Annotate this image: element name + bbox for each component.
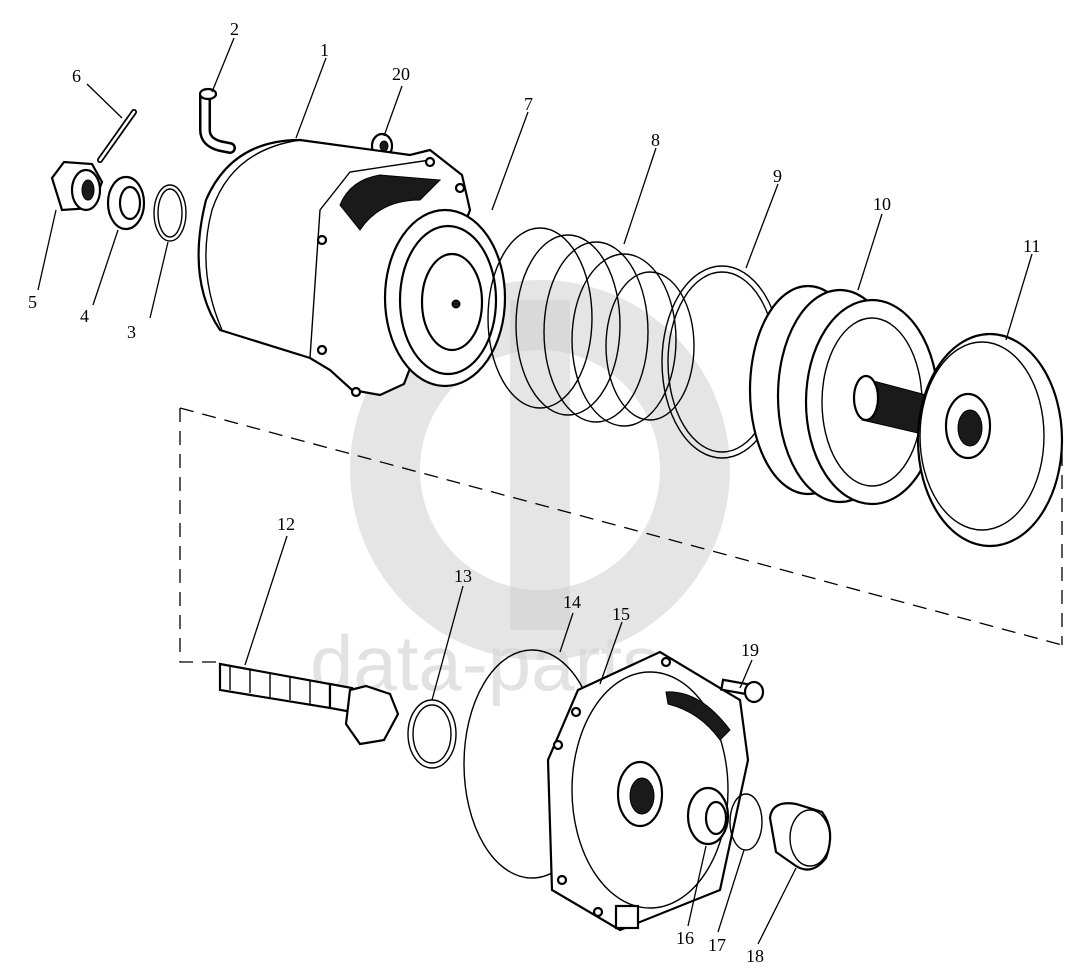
callout-20: 20 [392, 64, 410, 84]
callout-17: 17 [708, 935, 726, 955]
callout-16: 16 [676, 928, 694, 948]
part-8-spring [487, 227, 695, 427]
callout-1: 1 [320, 40, 329, 60]
callout-8: 8 [651, 130, 660, 150]
part-16-valve [686, 786, 730, 846]
part-12-bolt [218, 662, 400, 746]
callout-15: 15 [612, 604, 630, 624]
part-18-cap [768, 802, 832, 871]
callout-19: 19 [741, 640, 759, 660]
callout-13: 13 [454, 566, 472, 586]
part-6-pin [97, 109, 137, 163]
callout-labels: 1 2 3 4 5 6 7 8 9 10 11 12 13 14 15 16 1… [28, 19, 1040, 966]
part-17-snap-ring [729, 793, 763, 851]
callout-2: 2 [230, 19, 239, 39]
callout-18: 18 [746, 946, 764, 966]
callout-7: 7 [524, 94, 533, 114]
callout-3: 3 [127, 322, 136, 342]
part-3-o-ring [153, 184, 187, 242]
callout-12: 12 [277, 514, 295, 534]
callout-5: 5 [28, 292, 37, 312]
callout-11: 11 [1023, 236, 1040, 256]
leader-lines [37, 37, 1033, 945]
part-4-washer [106, 175, 146, 231]
callout-4: 4 [80, 306, 89, 326]
callout-9: 9 [773, 166, 782, 186]
callout-6: 6 [72, 66, 81, 86]
part-5-hex-nut [50, 160, 104, 212]
part-2-elbow-fitting [198, 87, 236, 154]
part-10-diaphragm-piston [748, 284, 961, 506]
part-7-piston [383, 208, 507, 388]
callout-10: 10 [873, 194, 891, 214]
part-13-o-ring [407, 699, 457, 769]
dashed-assembly-outline [179, 407, 1063, 663]
callout-14: 14 [563, 592, 581, 612]
part-11-boot-seal [916, 332, 1064, 548]
part-15-cover [546, 650, 750, 932]
